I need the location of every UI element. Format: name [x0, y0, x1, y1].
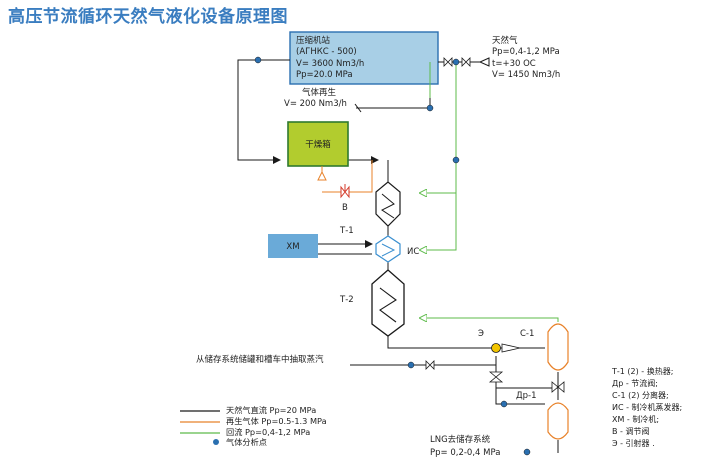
key-item: Др - 节流阀;	[612, 378, 658, 388]
heat-exchanger-t2: Т-2	[339, 269, 405, 337]
direct-flow-lines	[237, 59, 559, 453]
refrigeration-machine: ХМ	[268, 234, 318, 258]
natural-gas-temperature: t=+30 OC	[492, 59, 536, 69]
xm-label: ХМ	[286, 242, 299, 252]
compressor-pressure: Pp=20.0 MPa	[296, 70, 353, 80]
key-item: Э - 引射器 .	[612, 438, 655, 448]
c1-label: С-1	[520, 329, 534, 339]
legend-regen: 再生气体 Pp=0.5-1.3 MPa	[226, 416, 327, 426]
legend-point: 气体分析点	[226, 437, 267, 447]
dryer-label: 干燥箱	[305, 139, 331, 150]
key-item: ИС - 制冷机蒸发器;	[612, 402, 682, 412]
regen-gas-flow: V= 200 Nm3/h	[284, 99, 347, 109]
regen-gas-label: 气体再生	[302, 87, 337, 98]
legend-return: 回流 Pp=0,4-1,2 MPa	[226, 427, 310, 437]
natural-gas-flow: V= 1450 Nm3/h	[492, 70, 560, 80]
separator-valve	[551, 381, 565, 393]
dr1-label: Др-1	[516, 391, 537, 401]
abbreviation-key: Т-1 (2) - 换热器; Др - 节流阀; С-1 (2) 分离器; ИС…	[611, 366, 682, 448]
ic-label: ИС	[407, 247, 419, 257]
natural-gas-pressure: Pp=0,4-1,2 MPa	[492, 47, 560, 57]
legend: 天然气直流 Pp=20 MPa 再生气体 Pp=0.5-1.3 MPa 回流 P…	[180, 405, 327, 447]
regen-gas-info: 气体再生 V= 200 Nm3/h	[284, 87, 431, 113]
key-item: С-1 (2) 分离器;	[612, 390, 669, 400]
natural-gas-label: 天然气	[492, 35, 518, 46]
diagram-title: 高压节流循环天然气液化设备原理图	[8, 7, 288, 27]
valve-b-label: B	[342, 203, 348, 213]
key-item: В - 调节阀	[612, 427, 649, 436]
compressor-model: (АГНКС - 500)	[296, 47, 357, 57]
legend-direct: 天然气直流 Pp=20 MPa	[226, 405, 316, 415]
compressor-station: 压缩机站 (АГНКС - 500) V= 3600 Nm3/h Pp=20.0…	[289, 31, 439, 85]
key-item: ХМ - 制冷机;	[612, 414, 659, 424]
separator-c1	[547, 323, 569, 371]
separator-c2	[547, 402, 569, 440]
valve-b: B	[340, 184, 350, 213]
inlet-valves	[443, 57, 471, 67]
t2-label: Т-2	[339, 295, 354, 305]
lng-out-pressure: Pp= 0,2-0,4 MPa	[430, 448, 500, 458]
ejector: Э С-1	[478, 329, 534, 353]
analysis-points	[254, 56, 531, 456]
t1-label: Т-1	[339, 226, 354, 236]
return-flow-lines	[420, 62, 559, 322]
compressor-flow: V= 3600 Nm3/h	[296, 59, 364, 69]
ejector-label: Э	[478, 329, 484, 339]
heat-exchanger-t1-upper	[375, 181, 401, 227]
compressor-name: 压缩机站	[296, 35, 331, 46]
storage-vapor-valves: 从储存系统储罐和槽车中抽取蒸汽 Др-1	[196, 354, 537, 401]
storage-vapor-label: 从储存系统储罐和槽车中抽取蒸汽	[196, 354, 324, 365]
key-item: Т-1 (2) - 换热器;	[611, 366, 673, 376]
lng-out-label: LNG去储存系统	[430, 434, 491, 445]
refrigerator-evaporator: ИС Т-1	[339, 226, 419, 263]
dryer: 干燥箱	[287, 121, 349, 167]
regen-up-arrow	[317, 170, 327, 181]
